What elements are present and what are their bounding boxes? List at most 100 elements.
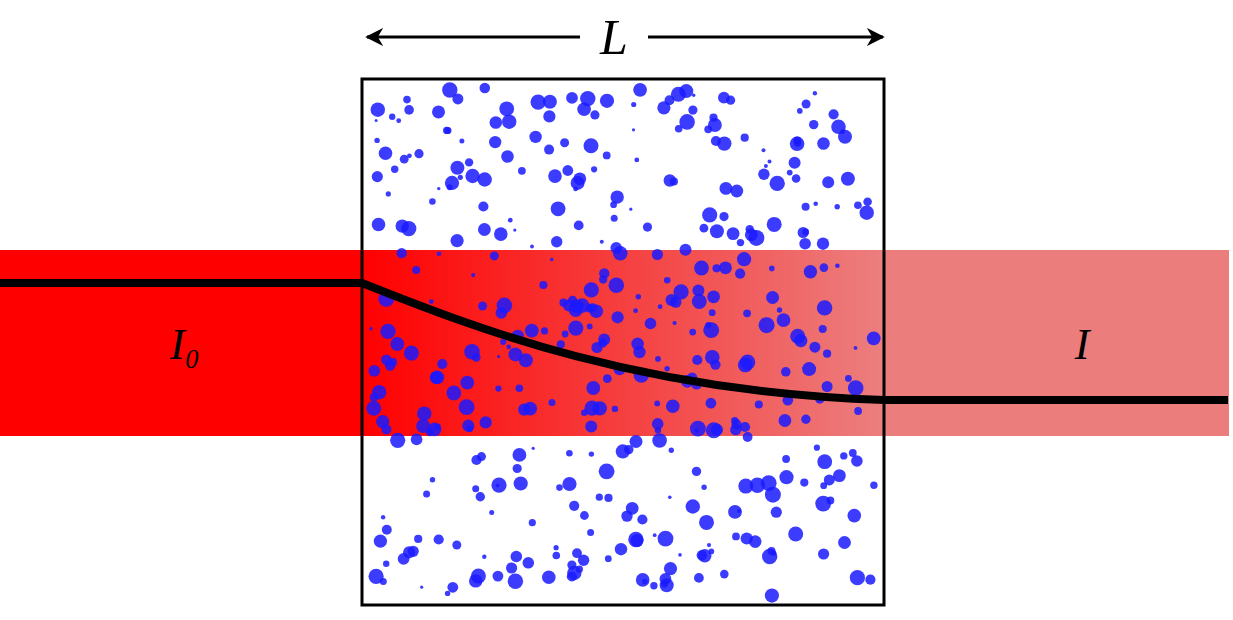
- scatterer-dot: [838, 536, 851, 549]
- scatterer-dot: [699, 515, 714, 530]
- scatterer-dot: [525, 324, 539, 338]
- ray-path: [0, 283, 1228, 400]
- scatterer-dot: [566, 450, 573, 457]
- scatterer-dot: [711, 424, 723, 436]
- scatterer-dot: [817, 137, 830, 150]
- scatterer-dot: [588, 303, 597, 312]
- scatterer-dot: [854, 346, 858, 350]
- scatterer-dot: [472, 485, 479, 492]
- scatterer-dot: [668, 496, 672, 500]
- scatterer-dot: [848, 509, 862, 523]
- scatterer-dot: [401, 221, 416, 236]
- scatterer-dot: [666, 400, 680, 414]
- scatterer-dot: [471, 455, 481, 465]
- scatterer-dot: [652, 249, 663, 260]
- scatterer-dot: [631, 534, 644, 547]
- scatterer-dot: [655, 356, 661, 362]
- scatterer-dot: [790, 329, 805, 344]
- scatterer-dot: [817, 300, 832, 315]
- scatterer-dot: [860, 206, 874, 220]
- scatterer-dot: [379, 146, 393, 160]
- scatterer-dot: [690, 421, 706, 437]
- scatterer-dot: [767, 217, 782, 232]
- scatterer-dot: [669, 448, 674, 453]
- scatterer-dot: [462, 420, 474, 432]
- scatterer-dot: [577, 103, 591, 117]
- scatterer-dot: [694, 573, 704, 583]
- scatterer-dot: [490, 251, 499, 260]
- scatterer-dot: [381, 424, 391, 434]
- scatterer-dot: [650, 582, 657, 589]
- scatterer-dot: [737, 509, 741, 513]
- scatterer-dot: [437, 187, 440, 190]
- scatterer-dot: [569, 501, 579, 511]
- scatterer-dot: [478, 302, 487, 311]
- scatterer-dot: [599, 463, 615, 479]
- dimension-arrow: [367, 36, 580, 39]
- scatterer-dot: [631, 102, 636, 107]
- scatterer-dot: [673, 321, 677, 325]
- scatterer-dot: [728, 505, 742, 519]
- scatterer-dot: [652, 433, 667, 448]
- scatterer-dot: [633, 346, 645, 358]
- incident-beam: [0, 250, 362, 436]
- scatterer-dot: [710, 224, 724, 238]
- scatterer-dot: [735, 269, 745, 279]
- scatterer-dot: [414, 149, 423, 158]
- scatterer-dot: [779, 470, 793, 484]
- scatterer-dot: [550, 258, 554, 262]
- scatterer-dot: [850, 570, 865, 585]
- scatterer-dot: [707, 543, 711, 547]
- scatterer-dot: [412, 266, 420, 274]
- scatterer-dot: [589, 451, 594, 456]
- scatterer-dot: [497, 355, 500, 358]
- scatterer-dot: [430, 477, 435, 482]
- scatterer-dot: [680, 244, 692, 256]
- scatterer-dot: [802, 100, 811, 109]
- scatterer-dot: [820, 263, 829, 272]
- scatterer-dot: [513, 448, 527, 462]
- scatterer-dot: [634, 158, 639, 163]
- scatterer-dot: [726, 96, 735, 105]
- scatterer-dot: [437, 252, 442, 257]
- scatterer-dot: [374, 535, 387, 548]
- scatterer-dot: [664, 277, 671, 284]
- scatterer-dot: [764, 164, 768, 168]
- scatterer-dot: [551, 236, 562, 247]
- scatterer-dot: [562, 165, 573, 176]
- scatterer-dot: [769, 266, 775, 272]
- scatterer-dot: [814, 445, 820, 451]
- scatterer-dot: [637, 514, 647, 524]
- scatterer-dot: [382, 525, 392, 535]
- scatterer-dot: [702, 207, 717, 222]
- scatterer-dot: [506, 562, 517, 573]
- scatterer-dot: [447, 582, 458, 593]
- scatterer-dot: [823, 350, 831, 358]
- scatterer-dot: [450, 161, 464, 175]
- scatterer-dot: [701, 485, 706, 490]
- scatterer-dot: [797, 108, 803, 114]
- scatterer-dot: [792, 174, 801, 183]
- scatterer-dot: [609, 277, 625, 293]
- scatterer-dot: [611, 215, 618, 222]
- scatterer-dot: [813, 91, 817, 95]
- scatterer-dot: [743, 432, 753, 442]
- scatterer-dot: [603, 374, 612, 383]
- scatterer-dot: [833, 469, 846, 482]
- scatterer-dot: [391, 166, 398, 173]
- scatterer-dot: [398, 553, 410, 565]
- scatterer-dot: [585, 421, 597, 433]
- scatterer-dot: [679, 114, 695, 130]
- scatterer-dot: [820, 482, 827, 489]
- scatterer-dot: [523, 402, 537, 416]
- scatterer-dot: [665, 95, 675, 105]
- dimension-arrow: [648, 36, 883, 39]
- scatterer-dot: [695, 428, 699, 432]
- scatterer-dot: [605, 555, 612, 562]
- scatterer-dot: [443, 127, 450, 134]
- scatterer-dot: [689, 329, 696, 336]
- scatterer-dot: [664, 174, 676, 186]
- scatterer-dot: [430, 371, 444, 385]
- intensity-label: I: [1075, 323, 1090, 367]
- scatterer-dot: [581, 409, 588, 416]
